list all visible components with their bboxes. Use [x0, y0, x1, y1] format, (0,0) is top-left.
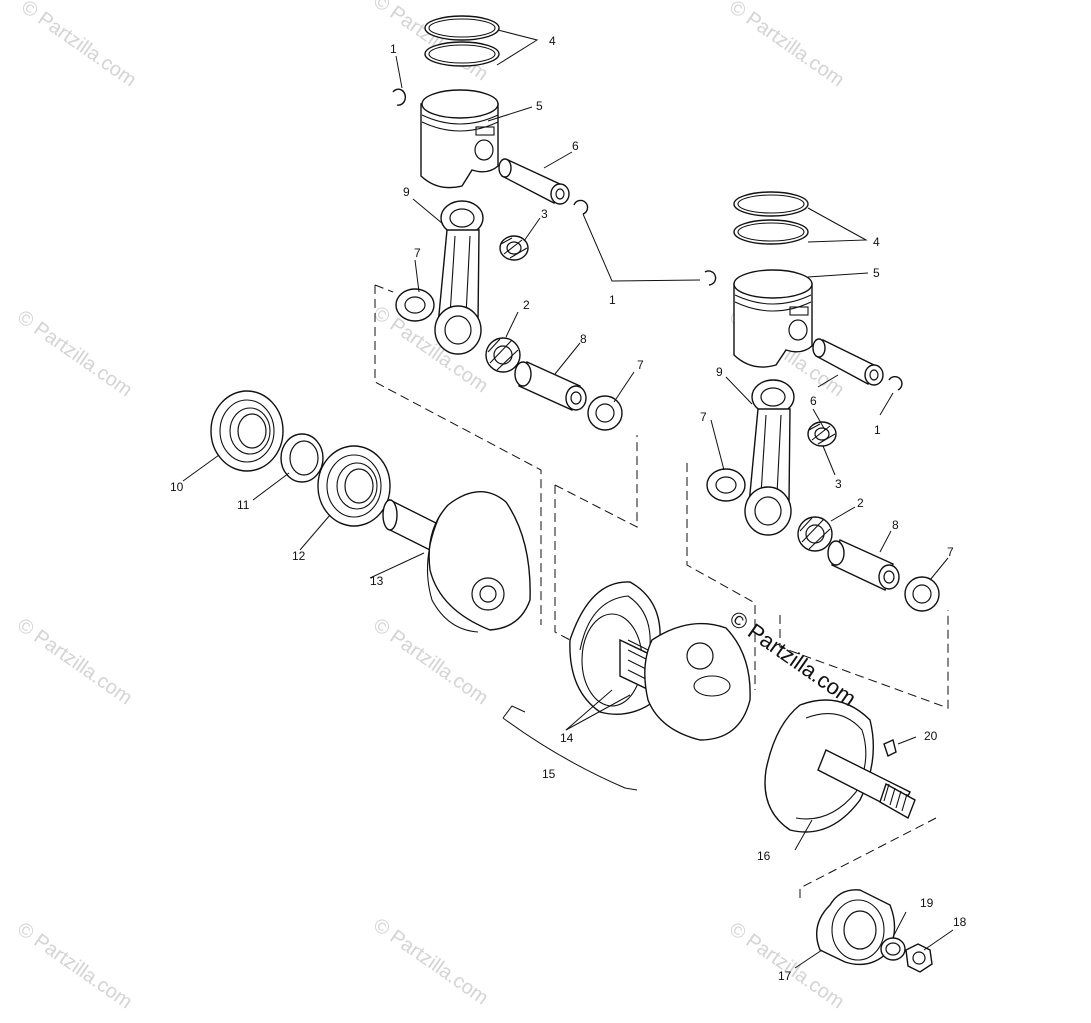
callout-11: 11	[237, 498, 250, 512]
callout-5: 5	[873, 266, 880, 280]
center-crank-webs	[569, 581, 751, 741]
callout-4: 4	[873, 235, 880, 249]
connecting-rod-right	[744, 379, 795, 536]
leader-lines	[182, 29, 954, 969]
callout-6: 6	[572, 139, 579, 153]
callout-8: 8	[580, 332, 587, 346]
circlip-left-top	[392, 88, 407, 106]
callout-16: 16	[757, 849, 771, 863]
watermark: © Partzilla.com	[13, 614, 136, 709]
piston-right	[733, 269, 813, 368]
piston-ring-set-right	[733, 191, 809, 245]
thrust-washer-right-a	[706, 468, 746, 502]
assembly-bracket-15	[502, 705, 638, 791]
needle-bearing-big-end-right	[797, 516, 833, 552]
callout-3: 3	[541, 207, 548, 221]
callout-6: 6	[810, 394, 817, 408]
callout-10: 10	[170, 480, 184, 494]
callout-7: 7	[637, 358, 644, 372]
callout-14: 14	[560, 731, 574, 745]
callout-12: 12	[292, 549, 306, 563]
circlip-right-top	[704, 270, 717, 286]
callout-2: 2	[857, 496, 864, 510]
connecting-rod-left	[434, 200, 484, 355]
callout-15: 15	[542, 767, 556, 781]
needle-bearing-big-end-left	[485, 337, 521, 373]
callout-7: 7	[947, 545, 954, 559]
watermark: © Partzilla.com	[369, 914, 492, 1009]
lock-washer	[880, 937, 906, 961]
piston-pin-left	[498, 158, 570, 205]
callout-17: 17	[778, 969, 792, 983]
piston-pin-right	[812, 338, 884, 386]
callout-8: 8	[892, 518, 899, 532]
watermark: © Partzilla.com	[13, 306, 136, 401]
circlip-right-side	[888, 376, 903, 391]
assembly-dashed-lines	[374, 284, 949, 900]
thrust-washer-right-b	[904, 576, 940, 612]
crank-pin-left	[514, 361, 587, 411]
seal-ring-left	[280, 433, 324, 483]
watermark: © Partzilla.com	[725, 0, 848, 91]
circlip-left-side	[573, 199, 589, 215]
callout-13: 13	[370, 574, 384, 588]
main-bearing-left-inner	[317, 445, 391, 527]
callout-9: 9	[716, 365, 723, 379]
callout-2: 2	[523, 298, 530, 312]
callout-5: 5	[536, 99, 543, 113]
woodruff-key	[883, 739, 897, 757]
watermark: © Partzilla.com	[369, 614, 492, 709]
hex-nut	[905, 943, 933, 973]
crankshaft-half-right	[764, 699, 916, 833]
callout-9: 9	[403, 185, 410, 199]
watermark: © Partzilla.com	[13, 918, 136, 1013]
crankshaft-half-left	[382, 491, 531, 633]
crank-pin-right	[827, 539, 900, 591]
callout-19: 19	[920, 896, 934, 910]
callout-7: 7	[414, 246, 421, 260]
callout-1: 1	[609, 293, 616, 307]
thrust-washer-left-a	[395, 288, 435, 322]
callout-1: 1	[390, 42, 397, 56]
watermark: © Partzilla.com	[17, 0, 140, 91]
thrust-washer-left-b	[587, 395, 623, 431]
callout-18: 18	[953, 915, 967, 929]
piston-ring-set-left	[424, 15, 500, 67]
callout-20: 20	[924, 729, 938, 743]
callout-7: 7	[700, 410, 707, 424]
piston-left	[420, 89, 499, 189]
callout-3: 3	[835, 477, 842, 491]
callout-4: 4	[549, 34, 556, 48]
main-bearing-right	[816, 889, 896, 966]
callout-labels: 1 4 5 6 9 3 7 2 8 7 1 4 5 6 1 9 7 3 2 8 …	[170, 34, 967, 983]
callout-1: 1	[874, 423, 881, 437]
needle-bearing-small-end-right	[807, 421, 837, 447]
main-bearing-left-outer	[210, 390, 284, 472]
needle-bearing-small-end-left	[499, 235, 529, 261]
